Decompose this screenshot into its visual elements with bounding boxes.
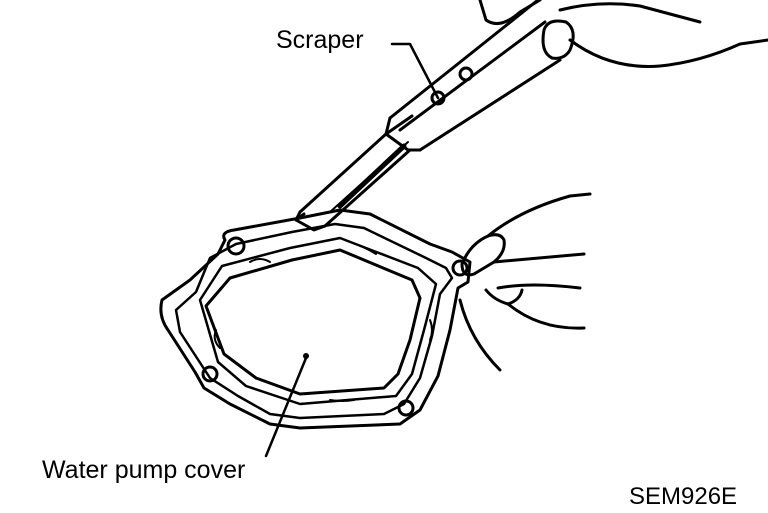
right-hand (458, 192, 592, 372)
water-pump-cover-label: Water pump cover (42, 456, 246, 484)
leader-lines (264, 42, 440, 458)
figure-code: SEM926E (629, 483, 738, 510)
upper-hand (478, 0, 768, 68)
scraper-label: Scraper (276, 26, 364, 54)
bolt-hole-3 (201, 365, 219, 383)
scraper-leader (390, 42, 440, 100)
cover-leader (264, 356, 308, 458)
center-dot (303, 353, 309, 359)
bolt-hole-1 (226, 236, 246, 256)
handle-hole-upper (458, 66, 474, 82)
bolt-hole-4 (397, 399, 415, 417)
bolt-hole-2 (451, 259, 469, 277)
handle-hole-lower (430, 90, 446, 106)
water-pump-cover-gasket (159, 208, 472, 430)
